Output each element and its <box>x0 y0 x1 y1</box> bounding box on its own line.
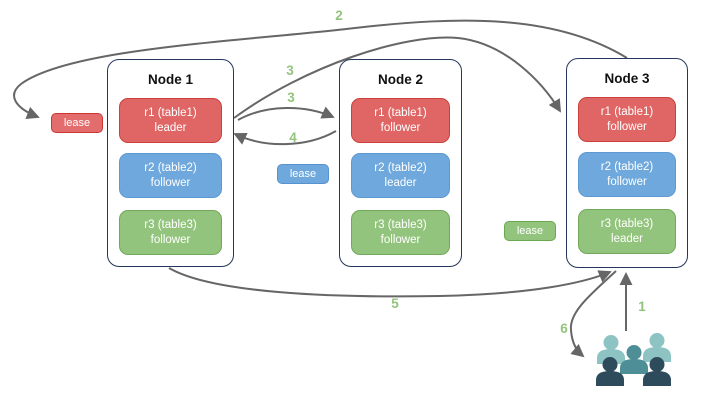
lease-badge-table3: lease <box>504 221 556 241</box>
node3-replica-r1: r1 (table1) follower <box>578 97 676 142</box>
node1-replica-r2: r2 (table2) follower <box>119 153 222 198</box>
replica-role: follower <box>607 120 647 133</box>
replica-name: r1 (table1) <box>600 105 654 118</box>
node1-replica-r1: r1 (table1) leader <box>119 98 222 143</box>
node-2-box: Node 2 r1 (table1) follower r2 (table2) … <box>339 59 462 267</box>
replica-role: leader <box>611 232 643 245</box>
replica-name: r1 (table1) <box>374 106 427 119</box>
node-1-title: Node 1 <box>147 72 193 87</box>
replica-role: follower <box>380 233 421 246</box>
node-2-title: Node 2 <box>377 72 423 87</box>
node-3-title: Node 3 <box>604 71 650 86</box>
arrow-step2-node3-to-lease1 <box>13 19 628 120</box>
arrow-step5-node1-to-node3 <box>168 267 612 298</box>
replica-role: follower <box>380 121 421 134</box>
arrow-step3-leader-to-node3 <box>233 36 562 119</box>
step-label-5: 5 <box>391 296 399 311</box>
step-label-3b: 3 <box>287 90 295 105</box>
step-label-3a: 3 <box>286 63 294 78</box>
node3-replica-r3: r3 (table3) leader <box>578 209 676 254</box>
step-label-2: 2 <box>335 8 343 23</box>
node2-replica-r3: r3 (table3) follower <box>351 210 450 255</box>
node2-replica-r2: r2 (table2) leader <box>351 153 450 198</box>
arrow-step6-node3-to-users <box>569 270 617 358</box>
replica-name: r2 (table2) <box>374 161 427 174</box>
node-3-box: Node 3 r1 (table1) follower r2 (table2) … <box>566 58 688 268</box>
replica-role: follower <box>150 176 191 189</box>
replica-role: follower <box>150 233 191 246</box>
arrow-step4-node2-to-leader <box>233 130 337 146</box>
step-label-1: 1 <box>638 299 646 314</box>
arrow-step3-leader-to-node2 <box>237 106 335 121</box>
replica-name: r2 (table2) <box>600 160 654 173</box>
lease-badge-table1: lease <box>51 113 103 133</box>
replica-name: r3 (table3) <box>600 217 654 230</box>
node-1-box: Node 1 r1 (table1) leader r2 (table2) fo… <box>107 59 234 267</box>
lease-badge-table2: lease <box>277 164 329 184</box>
node2-replica-r1: r1 (table1) follower <box>351 98 450 143</box>
replica-name: r2 (table2) <box>144 161 197 174</box>
replica-name: r3 (table3) <box>144 218 197 231</box>
replica-name: r1 (table1) <box>144 106 197 119</box>
replica-role: leader <box>154 121 187 134</box>
replica-role: follower <box>607 175 647 188</box>
user-group-icon <box>596 333 671 386</box>
replica-role: leader <box>384 176 417 189</box>
step-label-4: 4 <box>289 130 297 145</box>
node1-replica-r3: r3 (table3) follower <box>119 210 222 255</box>
node3-replica-r2: r2 (table2) follower <box>578 152 676 197</box>
replica-name: r3 (table3) <box>374 218 427 231</box>
step-label-6: 6 <box>560 321 568 336</box>
